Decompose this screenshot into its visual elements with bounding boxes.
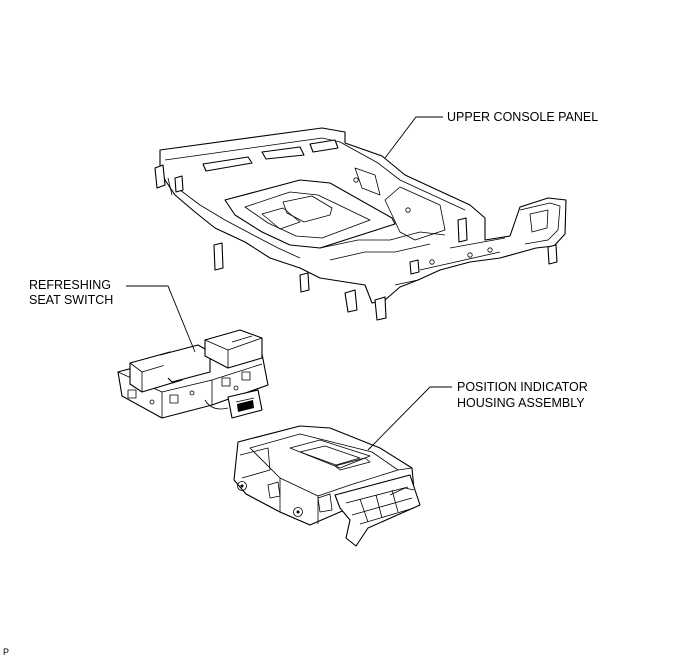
position-indicator-housing-assembly [233,425,421,547]
leader-upper-console-panel [384,116,443,159]
refreshing-seat-switch [117,329,269,419]
leader-lines [126,116,452,451]
callout-position-indicator-line1: POSITION INDICATOR [457,380,588,394]
upper-console-panel [154,127,567,321]
callout-position-indicator-line2: HOUSING ASSEMBLY [457,396,585,410]
figure-code: P [3,647,10,657]
callout-upper-console-panel: UPPER CONSOLE PANEL [447,110,599,124]
callout-refreshing-seat-switch-line1: REFRESHING [29,278,111,292]
leader-refreshing-seat-switch [126,285,196,353]
leader-position-indicator [367,386,452,451]
callout-refreshing-seat-switch-line2: SEAT SWITCH [29,293,114,307]
